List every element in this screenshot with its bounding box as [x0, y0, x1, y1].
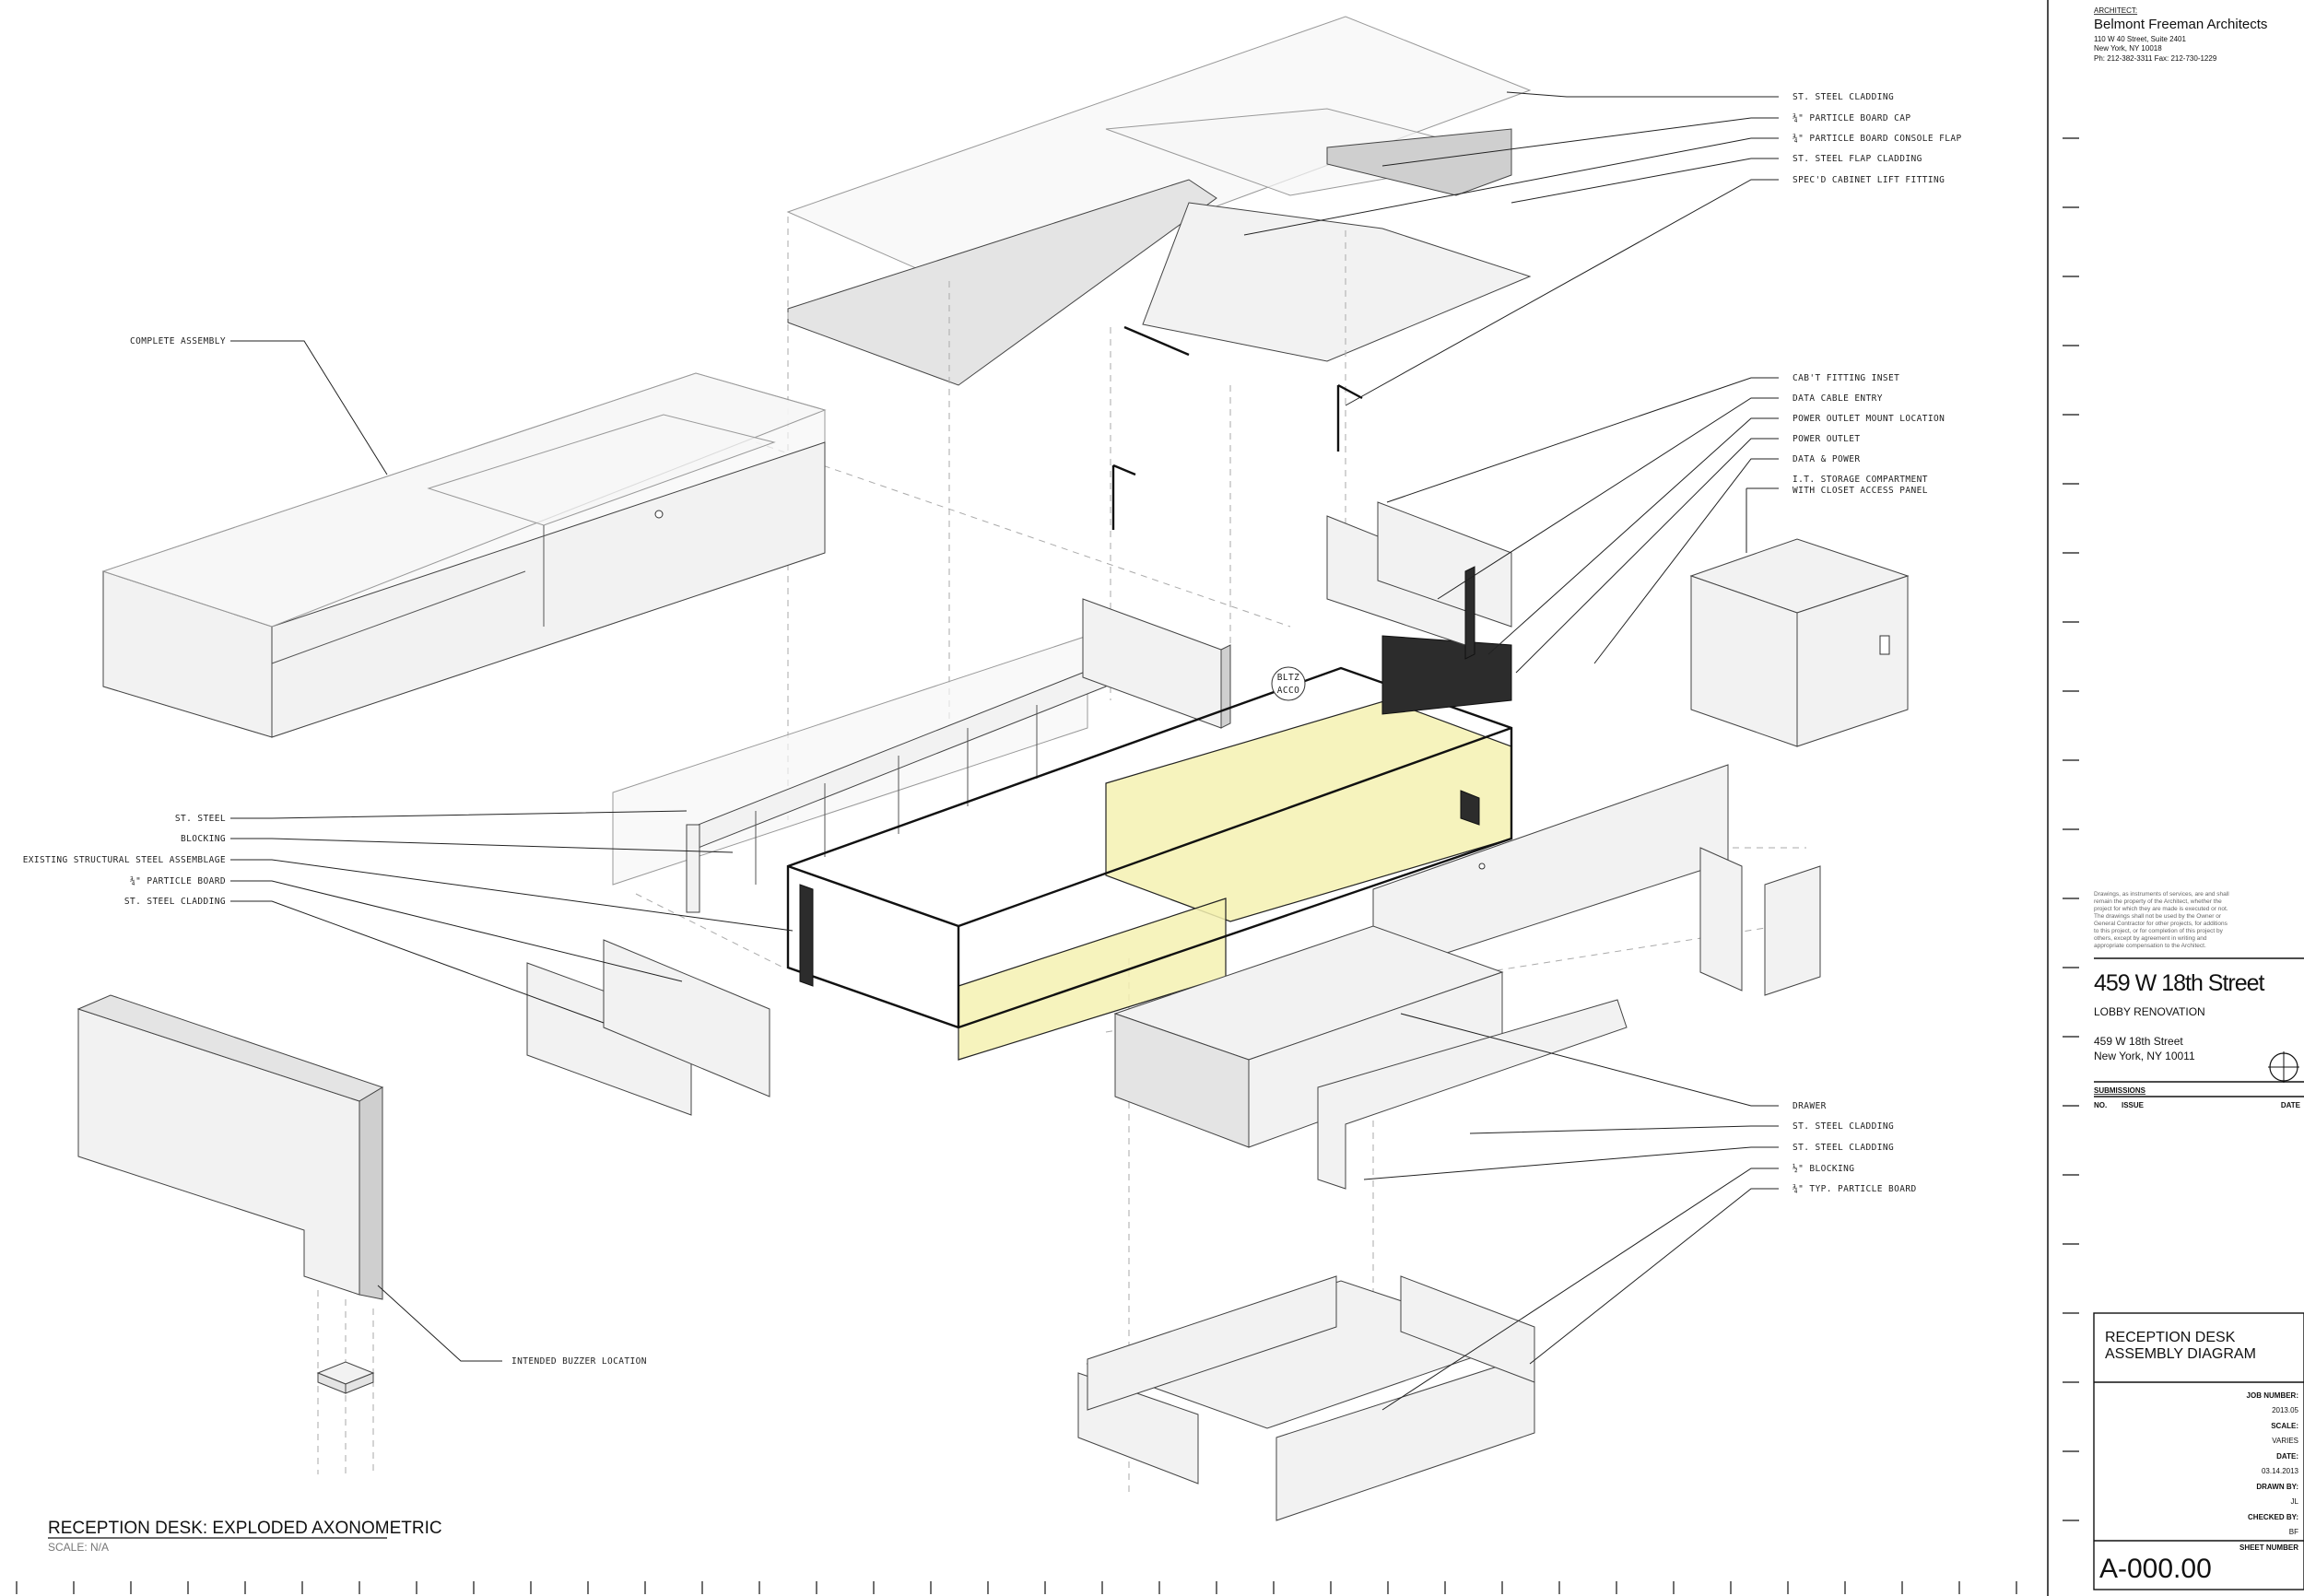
callout-data-cable: DATA CABLE ENTRY — [1793, 393, 1883, 404]
disclaimer-line: remain the property of the Architect, wh… — [2094, 898, 2222, 905]
it-storage-cube — [1689, 538, 1910, 747]
callout-particle-board-cap: ¾" PARTICLE BOARD CAP — [1793, 113, 1911, 123]
outlet-panel — [1326, 501, 1512, 660]
architect-address2: New York, NY 10018 — [2094, 44, 2162, 53]
sheet-number-label: SHEET NUMBER — [2239, 1543, 2298, 1552]
disclaimer-line: appropriate compensation to the Architec… — [2094, 943, 2206, 949]
callout-st-steel: ST. STEEL — [175, 814, 226, 824]
labels-right-bottom: DRAWER ST. STEEL CLADDING ST. STEEL CLAD… — [1793, 1101, 1917, 1194]
checked-by-label: CHECKED BY: — [2248, 1513, 2298, 1521]
callout-data-power: DATA & POWER — [1793, 454, 1860, 464]
title-block: ARCHITECT: Belmont Freeman Architects 11… — [2047, 0, 2304, 1596]
callout-steel-cladding-left: ST. STEEL CLADDING — [124, 897, 226, 907]
left-cladding — [526, 939, 770, 1116]
drawn-by: JL — [2291, 1497, 2299, 1506]
labels-right-mid: CAB'T FITTING INSET DATA CABLE ENTRY POW… — [1793, 373, 1945, 496]
drawn-by-label: DRAWN BY: — [2256, 1483, 2298, 1491]
callout-closet-access: WITH CLOSET ACCESS PANEL — [1793, 486, 1928, 496]
callout-blocking: BLOCKING — [181, 834, 226, 844]
callout-power-outlet: POWER OUTLET — [1793, 434, 1860, 444]
lower-tray — [1077, 1275, 1535, 1521]
callout-lift-fitting: SPEC'D CABINET LIFT FITTING — [1793, 175, 1945, 185]
project-address1: 459 W 18th Street — [2094, 1035, 2183, 1048]
callout-particle-board-left: ¾" PARTICLE BOARD — [130, 876, 226, 886]
complete-assembly — [101, 372, 827, 738]
callout-fitting-inset: CAB'T FITTING INSET — [1793, 373, 1899, 383]
front-panel — [76, 994, 384, 1394]
sheet-number: A-000.00 — [2099, 1554, 2212, 1584]
drawing-scale: SCALE: N/A — [48, 1541, 109, 1554]
north-arrow-icon — [2268, 1051, 2299, 1083]
callout-structural-steel: EXISTING STRUCTURAL STEEL ASSEMBLAGE — [23, 855, 226, 865]
date-label: DATE: — [2276, 1452, 2298, 1461]
disclaimer: Drawings, as instruments of services, ar… — [2094, 891, 2229, 949]
labels-left: ST. STEEL BLOCKING EXISTING STRUCTURAL S… — [23, 336, 647, 1367]
callout-typ-particle-board: ¾" TYP. PARTICLE BOARD — [1793, 1184, 1917, 1194]
disclaimer-line: The drawings shall not be used by the Ow… — [2094, 913, 2222, 920]
labels-right-top: ST. STEEL CLADDING ¾" PARTICLE BOARD CAP… — [1793, 92, 1962, 185]
disclaimer-line: others, except by agreement in writing a… — [2094, 935, 2207, 942]
tag-top: BLTZ — [1277, 673, 1299, 683]
col-issue: ISSUE — [2122, 1101, 2145, 1109]
job-number-label: JOB NUMBER: — [2247, 1391, 2298, 1400]
project-subtitle: LOBBY RENOVATION — [2094, 1005, 2205, 1018]
disclaimer-line: project for which they are made is execu… — [2094, 906, 2228, 912]
disclaimer-line: to this project, or for completion of th… — [2094, 928, 2224, 934]
architect-phone-fax: Ph: 212-382-3311 Fax: 212-730-1229 — [2094, 54, 2217, 63]
drawer — [1113, 925, 1628, 1190]
job-number: 2013.05 — [2272, 1406, 2298, 1414]
date-value: 03.14.2013 — [2262, 1467, 2299, 1475]
callout-half-blocking: ½" BLOCKING — [1793, 1164, 1854, 1174]
architect-label: ARCHITECT: — [2094, 6, 2137, 15]
callout-outlet-mount: POWER OUTLET MOUNT LOCATION — [1793, 414, 1945, 424]
col-no: NO. — [2094, 1101, 2107, 1109]
callout-flap-cladding: ST. STEEL FLAP CLADDING — [1793, 154, 1922, 164]
lift-fittings — [1111, 383, 1363, 530]
project-name: 459 W 18th Street — [2094, 970, 2265, 996]
submissions-label: SUBMISSIONS — [2094, 1086, 2146, 1095]
disclaimer-line: General Contractor for other projects, f… — [2094, 921, 2228, 927]
checked-by: BF — [2289, 1528, 2298, 1536]
architect-address1: 110 W 40 Street, Suite 2401 — [2094, 35, 2186, 43]
leader-lines — [230, 91, 1779, 1411]
disclaimer-line: Drawings, as instruments of services, ar… — [2094, 891, 2229, 898]
sheet-title-1: RECEPTION DESK — [2105, 1330, 2236, 1345]
tag-bottom: ACCO — [1277, 686, 1299, 696]
col-date: DATE — [2281, 1101, 2301, 1109]
drawing-title-block: RECEPTION DESK: EXPLODED AXONOMETRIC SCA… — [48, 1519, 442, 1554]
architect-name: Belmont Freeman Architects — [2094, 17, 2267, 32]
central-frame: BLTZ ACCO — [612, 598, 1513, 1061]
callout-steel-cladding-b2: ST. STEEL CLADDING — [1793, 1143, 1894, 1153]
project-address2: New York, NY 10011 — [2094, 1050, 2195, 1062]
scale-label: SCALE: — [2271, 1422, 2298, 1430]
callout-steel-cladding-top: ST. STEEL CLADDING — [1793, 92, 1894, 102]
drawing-title: RECEPTION DESK: EXPLODED AXONOMETRIC — [48, 1519, 442, 1538]
cap-assembly — [786, 16, 1532, 386]
callout-buzzer: INTENDED BUZZER LOCATION — [511, 1356, 647, 1367]
callout-complete-assembly: COMPLETE ASSEMBLY — [130, 336, 226, 346]
callout-it-storage: I.T. STORAGE COMPARTMENT — [1793, 475, 1928, 485]
callout-steel-cladding-b1: ST. STEEL CLADDING — [1793, 1121, 1894, 1132]
callout-drawer: DRAWER — [1793, 1101, 1827, 1111]
bottom-ruler — [16, 1581, 2017, 1594]
scale-value: VARIES — [2272, 1437, 2298, 1445]
callout-console-flap: ¾" PARTICLE BOARD CONSOLE FLAP — [1793, 134, 1962, 144]
sheet-title-2: ASSEMBLY DIAGRAM — [2105, 1346, 2256, 1362]
